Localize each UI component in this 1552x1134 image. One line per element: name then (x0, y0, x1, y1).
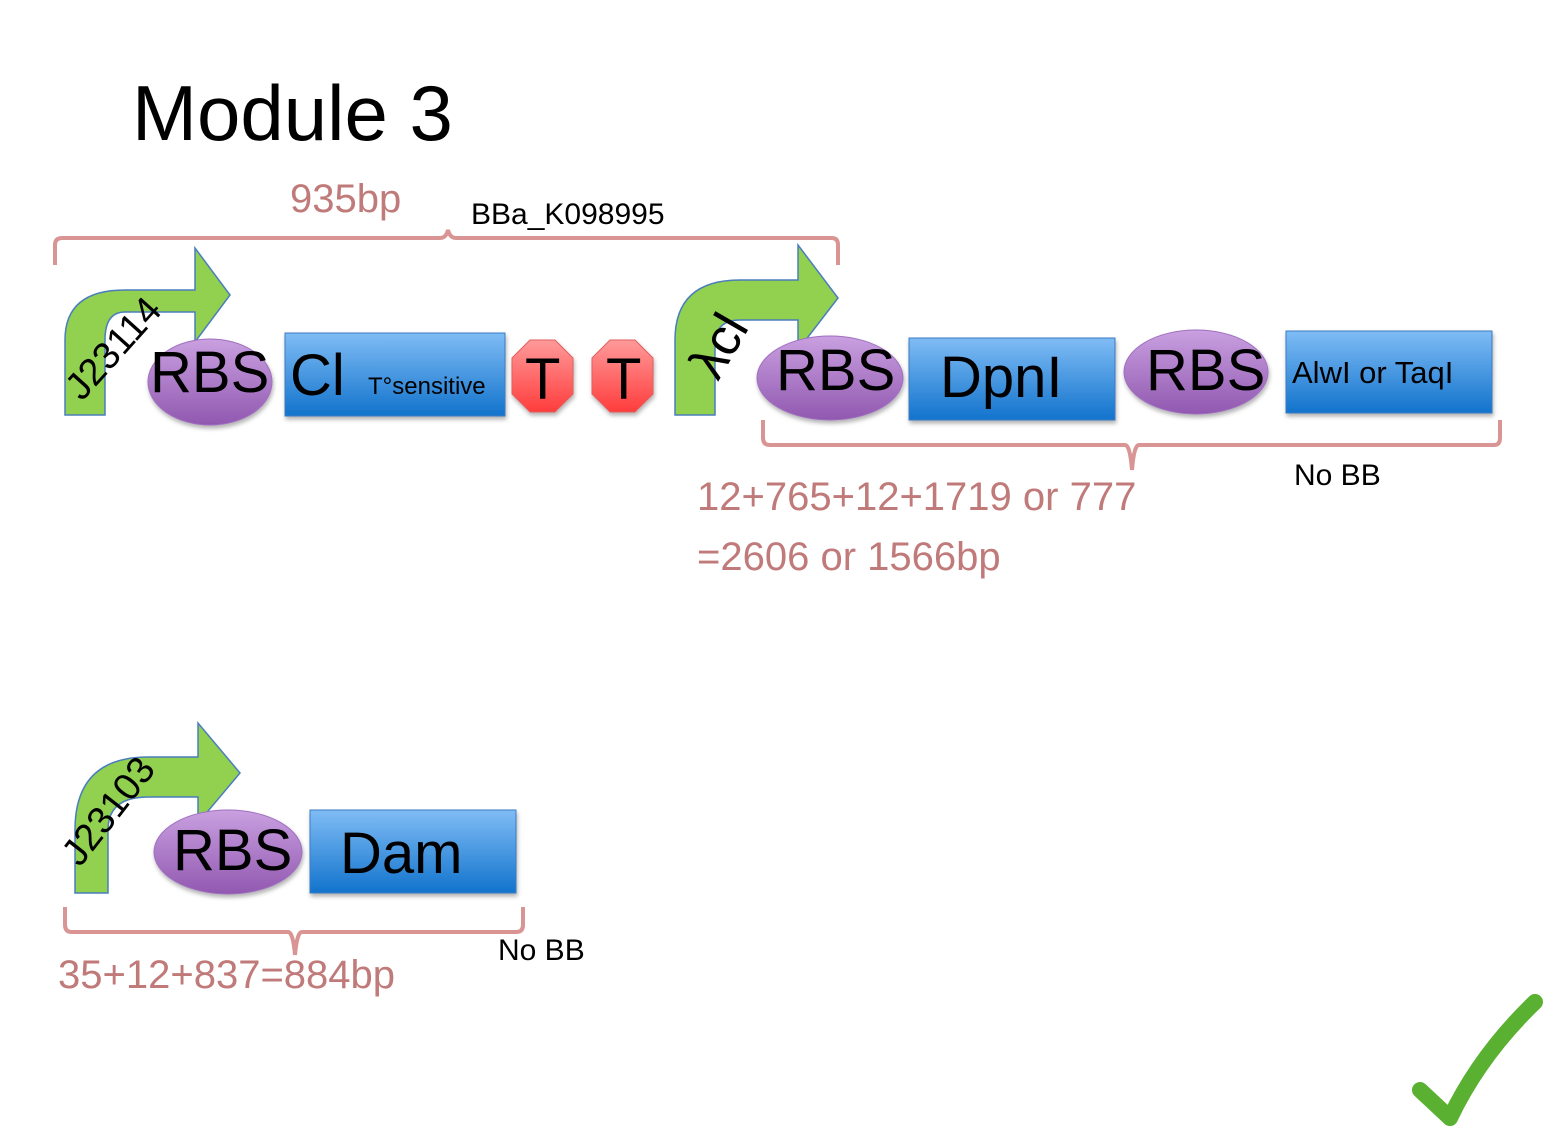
construct2-length-line1: 12+765+12+1719 or 777 (697, 475, 1136, 519)
cds-ci-note: T°sensitive (368, 373, 486, 400)
construct2-length-line2: =2606 or 1566bp (697, 535, 1001, 579)
rbs-1 (147, 338, 273, 426)
rbs-3-label: RBS (1146, 338, 1265, 403)
rbs-4 (153, 809, 303, 895)
terminator-1 (511, 339, 574, 413)
rbs-1-label: RBS (150, 340, 269, 405)
cds-dpni (908, 337, 1116, 421)
construct3-bracket (63, 907, 525, 956)
checkmark-icon (1412, 994, 1543, 1126)
terminator-1-label: T (525, 347, 560, 412)
rbs-4-label: RBS (173, 818, 292, 883)
rbs-2 (756, 335, 904, 421)
construct3-length: 35+12+837=884bp (58, 953, 395, 997)
rbs-2-label: RBS (776, 338, 895, 403)
construct2-backbone-note: No BB (1294, 459, 1381, 492)
cds-dpni-label: DpnI (940, 345, 1063, 410)
construct2-bracket (761, 420, 1502, 471)
terminator-2-label: T (606, 347, 641, 412)
cds-alwi-taqi (1285, 330, 1493, 414)
construct1-part-id: BBa_K098995 (471, 198, 665, 231)
cds-dam-label: Dam (340, 821, 462, 886)
cds-ci-label: Cl (290, 343, 345, 408)
construct3-backbone-note: No BB (498, 934, 585, 967)
rbs-3 (1123, 329, 1269, 415)
construct1-bracket (53, 229, 840, 265)
slide-title: Module 3 (132, 69, 453, 157)
construct1-length: 935bp (290, 177, 401, 221)
cds-ci (284, 332, 506, 417)
promoter-lambda-ci: λcl (674, 242, 839, 416)
cds-dam (309, 809, 517, 894)
terminator-2 (591, 339, 654, 413)
cds-alwi-taqi-label: AlwI or TaqI (1292, 355, 1453, 390)
